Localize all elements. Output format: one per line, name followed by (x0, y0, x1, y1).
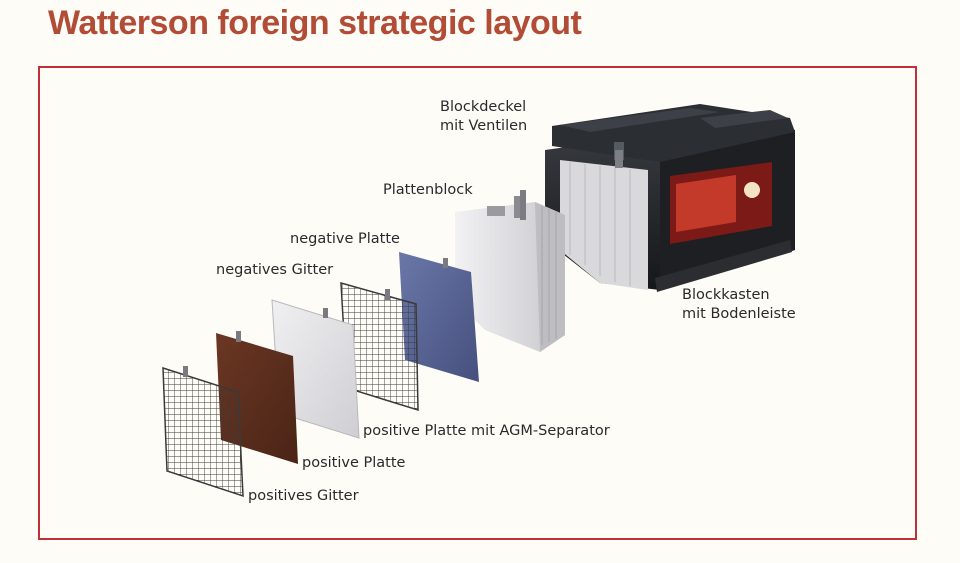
battery-case (545, 104, 795, 292)
label-plattenblock: Plattenblock (383, 182, 473, 198)
positive-grid (162, 366, 244, 498)
label-blockkasten-line2: mit Bodenleiste (682, 306, 796, 322)
label-blockdeckel: Blockdeckel mit Ventilen (440, 98, 527, 136)
label-blockkasten: Blockkasten mit Bodenleiste (682, 286, 796, 324)
label-positive-platte: positive Platte (302, 455, 406, 471)
page-title: Watterson foreign strategic layout (48, 4, 582, 42)
label-blockkasten-line1: Blockkasten (682, 287, 770, 303)
label-positive-platte-agm: positive Platte mit AGM-Separator (363, 423, 610, 439)
label-negatives-gitter: negatives Gitter (216, 262, 334, 278)
label-blockdeckel-line1: Blockdeckel (440, 99, 527, 115)
plate-block (455, 190, 565, 352)
label-positives-gitter: positives Gitter (248, 488, 359, 504)
label-blockdeckel-line2: mit Ventilen (440, 118, 528, 134)
label-negative-platte: negative Platte (290, 231, 400, 247)
negative-plate (399, 252, 479, 382)
